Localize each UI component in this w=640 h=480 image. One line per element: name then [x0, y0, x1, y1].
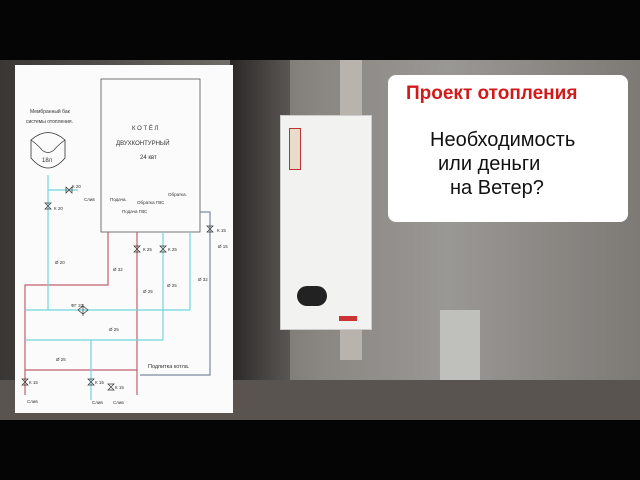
return-pipes — [25, 175, 191, 400]
label-sliv3: Слив — [92, 400, 103, 405]
label-k20a: К 20 — [72, 184, 81, 189]
label-k15c: К 15 — [95, 380, 104, 385]
overlay-line-1: Необходимость — [430, 129, 576, 151]
boiler-sticker — [289, 128, 301, 170]
label-k20b: К 20 — [54, 206, 63, 211]
gas-boiler — [280, 115, 372, 330]
label-sliv2: Слив — [27, 399, 38, 404]
label-d25a: Ø 25 — [143, 289, 153, 294]
label-d20: Ø 20 — [55, 260, 65, 265]
title-overlay: Проект отопления Необходимость или деньг… — [388, 75, 628, 222]
tank-label-1: Мембранный бак — [30, 108, 71, 115]
valve-k20b-icon — [44, 202, 52, 210]
tank-membrane — [30, 139, 66, 153]
valve-k15c-icon — [87, 378, 95, 386]
boiler-box — [100, 78, 201, 233]
expansion-tank — [30, 132, 66, 169]
label-k15d: К 15 — [115, 385, 124, 390]
valve-k25b-icon — [159, 245, 167, 253]
valve-k25a-icon — [133, 245, 141, 253]
overlay-line-2: или деньги — [438, 153, 541, 175]
boiler-title: К О Т Ё Л — [132, 125, 159, 132]
label-sliv: Слив — [84, 197, 95, 202]
overlay-title: Проект отопления — [406, 83, 578, 104]
label-sliv4: Слив — [113, 400, 124, 405]
label-k15a: К 15 — [217, 228, 226, 233]
label-obratka-gvs: Обратка ГВС — [137, 200, 165, 205]
tank-label-2: системы отопления. — [26, 119, 73, 125]
letterbox-top — [0, 0, 640, 60]
label-d32b: Ø 32 — [198, 277, 208, 282]
boiler-logo — [339, 316, 357, 321]
boiler-display — [297, 286, 327, 306]
makeup-pipe — [140, 211, 211, 376]
label-k25b: К 25 — [168, 247, 177, 252]
valve-k20a-icon — [65, 186, 73, 194]
label-d25c: Ø 25 — [109, 327, 119, 332]
label-d25b: Ø 25 — [167, 283, 177, 288]
tank-volume: 18л — [42, 158, 53, 164]
label-fg32: ФГ 32 — [71, 303, 84, 308]
scheme-svg: Мембранный бак системы отопления. 18л К … — [21, 78, 228, 405]
supply-pipes — [24, 232, 138, 395]
label-d15: Ø 15 — [218, 244, 228, 249]
label-podacha-gvs: Подача ГВС — [122, 209, 148, 214]
valve-k15d-icon — [107, 383, 115, 391]
label-podpitka: Подпитка котла. — [148, 364, 190, 370]
label-obratka: Обратка. — [168, 192, 187, 197]
boiler-power: 24 квт — [140, 155, 157, 161]
heating-scheme-diagram: Мембранный бак системы отопления. 18л К … — [15, 65, 233, 413]
boiler-type: ДВУХКОНТУРНЫЙ — [116, 139, 170, 147]
letterbox-bottom — [0, 420, 640, 480]
label-k15b: К 15 — [29, 380, 38, 385]
label-d32a: Ø 32 — [113, 267, 123, 272]
label-k25a: К 25 — [143, 247, 152, 252]
label-podacha: Подача. — [110, 197, 127, 202]
valve-k15a-icon — [206, 225, 214, 233]
filter-fg32-icon — [77, 304, 89, 316]
overlay-line-3: на Ветер? — [450, 177, 544, 199]
valve-k15b-icon — [21, 378, 29, 386]
label-d25d: Ø 25 — [56, 357, 66, 362]
